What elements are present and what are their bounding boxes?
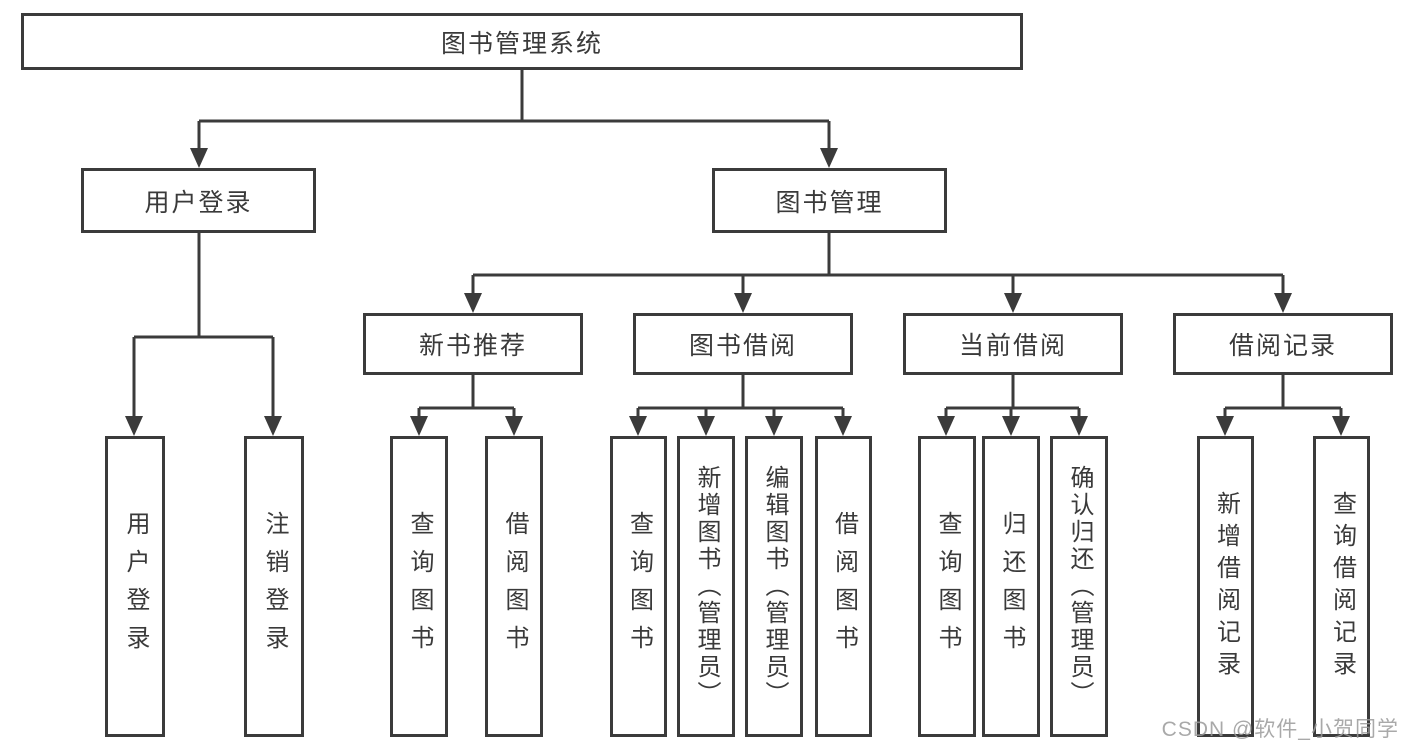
leaf-cb-confirm-return-admin-label: 确认归还（管理员） — [1066, 465, 1093, 708]
node-current-borrow-label: 当前借阅 — [958, 332, 1067, 360]
node-root-label: 图书管理系统 — [440, 29, 603, 58]
node-user-login: 用户登录 — [81, 168, 316, 233]
node-root: 图书管理系统 — [21, 13, 1023, 70]
leaf-br-add-record-label: 新增借阅记录 — [1212, 490, 1240, 683]
leaf-cb-return-books-label: 归还图书 — [998, 510, 1025, 663]
watermark: CSDN @软件_小贺同学 — [1161, 718, 1399, 741]
leaf-bb-add-books-admin-label: 新增图书（管理员） — [693, 465, 720, 708]
leaf-nb-query-books-label: 查询图书 — [406, 510, 433, 663]
leaf-bb-borrow-books: 借阅图书 — [815, 436, 872, 737]
node-book-borrow-label: 图书借阅 — [688, 332, 797, 360]
node-user-login-label: 用户登录 — [144, 188, 253, 217]
leaf-bb-borrow-books-label: 借阅图书 — [830, 510, 858, 663]
leaf-bb-query-books: 查询图书 — [610, 436, 667, 737]
node-new-book-recommend-label: 新书推荐 — [418, 332, 527, 360]
leaf-bb-add-books-admin: 新增图书（管理员） — [677, 436, 735, 737]
leaf-cb-query-books: 查询图书 — [918, 436, 976, 737]
leaf-br-query-record-label: 查询借阅记录 — [1328, 490, 1356, 683]
leaf-cb-return-books: 归还图书 — [982, 436, 1040, 737]
leaf-user-login: 用户登录 — [105, 436, 165, 737]
node-current-borrow: 当前借阅 — [903, 313, 1123, 375]
leaf-nb-query-books: 查询图书 — [390, 436, 448, 737]
node-book-borrow: 图书借阅 — [633, 313, 853, 375]
leaf-br-query-record: 查询借阅记录 — [1313, 436, 1370, 737]
node-borrow-records-label: 借阅记录 — [1228, 332, 1337, 360]
arrowheads — [125, 148, 1350, 436]
leaf-user-login-label: 用户登录 — [122, 510, 149, 663]
leaf-cb-query-books-label: 查询图书 — [934, 510, 961, 663]
leaf-cb-confirm-return-admin: 确认归还（管理员） — [1050, 436, 1108, 737]
node-book-mgmt: 图书管理 — [712, 168, 947, 233]
node-borrow-records: 借阅记录 — [1173, 313, 1393, 375]
leaf-bb-edit-books-admin: 编辑图书（管理员） — [745, 436, 803, 737]
node-book-mgmt-label: 图书管理 — [775, 188, 884, 217]
leaf-bb-edit-books-admin-label: 编辑图书（管理员） — [761, 465, 788, 708]
leaf-nb-borrow-books: 借阅图书 — [485, 436, 543, 737]
leaf-br-add-record: 新增借阅记录 — [1197, 436, 1254, 737]
leaf-nb-borrow-books-label: 借阅图书 — [501, 510, 528, 663]
node-new-book-recommend: 新书推荐 — [363, 313, 583, 375]
leaf-logout-label: 注销登录 — [261, 510, 288, 663]
leaf-logout: 注销登录 — [244, 436, 304, 737]
leaf-bb-query-books-label: 查询图书 — [625, 510, 653, 663]
